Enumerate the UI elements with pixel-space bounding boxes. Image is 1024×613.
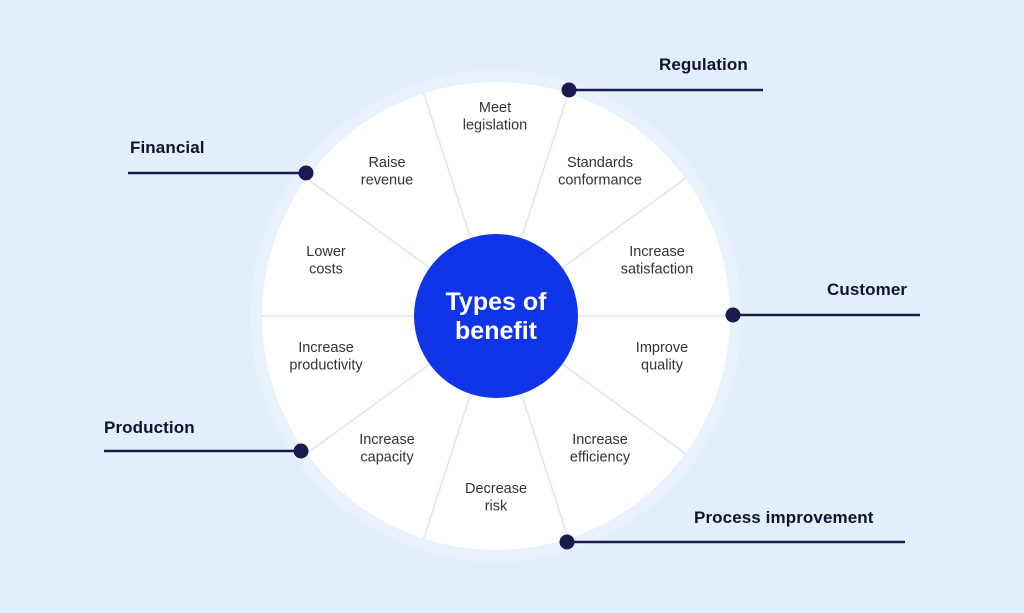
center-circle-shape (414, 234, 578, 398)
segment-label-line2: quality (641, 358, 684, 374)
wheel-spoke (306, 362, 432, 455)
segment-label-line1: Increase (629, 244, 685, 260)
segment-label-line2: risk (485, 499, 508, 515)
wheel-spoke (519, 391, 570, 539)
segment-label-line2: costs (309, 262, 343, 278)
segment-label-line2: productivity (289, 358, 363, 374)
segment-label-lower-costs: Lower costs (306, 244, 346, 278)
segment-label-meet-legislation: Meet legislation (463, 100, 528, 134)
wheel-spoke (422, 391, 473, 539)
category-label-production[interactable]: Production (104, 418, 195, 437)
segment-label-line2: capacity (360, 450, 414, 466)
segment-label-decrease-risk: Decrease risk (465, 481, 527, 515)
wheel-spoke (422, 93, 473, 241)
category-label-customer[interactable]: Customer (827, 280, 908, 299)
connector-dot-process-improvement[interactable] (559, 534, 575, 550)
segment-label-line2: satisfaction (621, 262, 694, 278)
segment-label-line1: Meet (479, 100, 511, 116)
wheel-spoke (560, 177, 686, 270)
segment-label-increase-satisfaction: Increase satisfaction (621, 244, 694, 278)
category-label-regulation[interactable]: Regulation (659, 55, 748, 74)
segment-label-line1: Increase (572, 432, 628, 448)
connector-dot-regulation[interactable] (561, 82, 577, 98)
segment-label-increase-productivity: Increase productivity (289, 340, 363, 374)
segment-label-line2: revenue (361, 173, 413, 189)
wheel-spoke (306, 177, 432, 270)
wheel-spoke (560, 362, 686, 455)
segment-label-line1: Increase (298, 340, 354, 356)
segment-label-standards-conformance: Standards conformance (558, 155, 642, 189)
segment-label-line2: legislation (463, 118, 528, 134)
center-title-line2: benefit (455, 317, 538, 345)
segment-label-improve-quality: Improve quality (636, 340, 688, 374)
wheel-spokes (262, 93, 730, 539)
connector-dot-production[interactable] (293, 443, 309, 459)
connector-dot-customer[interactable] (725, 307, 741, 323)
segment-label-increase-efficiency: Increase efficiency (570, 432, 631, 466)
segment-label-line1: Increase (359, 432, 415, 448)
segment-label-line2: conformance (558, 173, 642, 189)
segment-label-line1: Decrease (465, 481, 527, 497)
center-circle (414, 234, 578, 398)
segment-label-line1: Raise (368, 155, 405, 171)
category-label-financial[interactable]: Financial (130, 138, 205, 157)
segment-label-line2: efficiency (570, 450, 631, 466)
center-title-line1: Types of (446, 288, 548, 316)
segment-label-raise-revenue: Raise revenue (361, 155, 413, 189)
wheel-spoke (519, 93, 570, 241)
category-connectors (104, 82, 920, 550)
segment-label-line1: Lower (306, 244, 346, 260)
connector-dot-financial[interactable] (298, 165, 314, 181)
segment-label-line1: Standards (567, 155, 633, 171)
category-label-process-improvement[interactable]: Process improvement (694, 508, 874, 527)
segment-label-increase-capacity: Increase capacity (359, 432, 415, 466)
segment-label-line1: Improve (636, 340, 688, 356)
